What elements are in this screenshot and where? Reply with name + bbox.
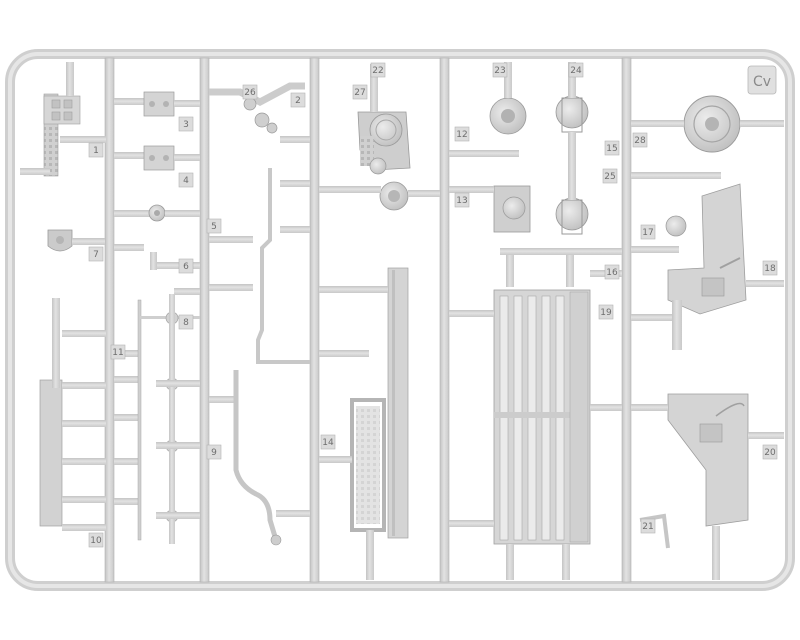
column-6-parts bbox=[631, 95, 784, 580]
part-number-tag bbox=[178, 258, 194, 274]
part-number-label: 13 bbox=[456, 196, 467, 206]
part-number-label: 21 bbox=[642, 522, 653, 532]
part-number-label: 24 bbox=[570, 66, 582, 76]
part-number-tag bbox=[178, 314, 194, 330]
part-number-tag bbox=[370, 62, 386, 78]
part-number-tag bbox=[762, 260, 778, 276]
part-number-tag bbox=[320, 434, 336, 450]
part-number-label: 20 bbox=[764, 448, 776, 458]
part-number-label: 2 bbox=[295, 96, 301, 106]
part-number-label: 14 bbox=[322, 438, 334, 448]
column-1-parts bbox=[20, 62, 152, 531]
part-number-label: 11 bbox=[112, 348, 123, 358]
part-number-label: 25 bbox=[604, 172, 615, 182]
part-number-label: 16 bbox=[606, 268, 618, 278]
part-number-label: 17 bbox=[642, 228, 653, 238]
part-number-label: 22 bbox=[372, 66, 383, 76]
part-number-tag bbox=[88, 532, 104, 548]
part-number-label: 18 bbox=[764, 264, 776, 274]
part-number-tag bbox=[290, 92, 306, 108]
sprue-code-tag: Cv bbox=[747, 65, 777, 95]
part-number-tag bbox=[88, 246, 104, 262]
part-number-tag bbox=[178, 172, 194, 188]
part-number-tag bbox=[604, 140, 620, 156]
column-4-parts bbox=[319, 64, 440, 580]
part-number-label: 15 bbox=[606, 144, 617, 154]
part-number-tag bbox=[454, 126, 470, 142]
part-number-tag bbox=[206, 444, 222, 460]
part-number-tag bbox=[352, 84, 368, 100]
part-number-tag bbox=[632, 132, 648, 148]
part-number-tag bbox=[568, 62, 584, 78]
part-number-label: 7 bbox=[93, 250, 99, 260]
sprue-code-text: Cv bbox=[753, 74, 771, 90]
part-number-tag bbox=[454, 192, 470, 208]
part-number-tag bbox=[178, 116, 194, 132]
part-number-label: 19 bbox=[600, 308, 612, 318]
column-5-parts bbox=[449, 62, 622, 580]
part-number-label: 8 bbox=[183, 318, 189, 328]
part-number-tag bbox=[640, 224, 656, 240]
part-number-label: 26 bbox=[244, 88, 256, 98]
part-number-label: 27 bbox=[354, 88, 365, 98]
part-number-label: 12 bbox=[456, 130, 467, 140]
part-number-label: 10 bbox=[90, 536, 102, 546]
part-number-tag bbox=[602, 168, 618, 184]
part-number-label: 1 bbox=[93, 146, 99, 156]
part-number-label: 23 bbox=[494, 66, 505, 76]
part-number-tag bbox=[242, 84, 258, 100]
part-number-tag bbox=[604, 264, 620, 280]
column-3-parts bbox=[209, 82, 310, 546]
part-number-tag bbox=[492, 62, 508, 78]
column-2-parts bbox=[137, 91, 200, 544]
part-number-label: 28 bbox=[634, 136, 646, 146]
part-number-label: 6 bbox=[183, 262, 189, 272]
sprue-frame bbox=[5, 49, 795, 591]
part-number-tag bbox=[640, 518, 656, 534]
part-number-label: 3 bbox=[183, 120, 189, 130]
part-number-tag bbox=[110, 344, 126, 360]
part-number-tag bbox=[762, 444, 778, 460]
part-number-label: 4 bbox=[183, 176, 189, 186]
part-number-tag bbox=[88, 142, 104, 158]
part-number-label: 5 bbox=[211, 222, 217, 232]
part-number-tag bbox=[206, 218, 222, 234]
part-number-tag bbox=[598, 304, 614, 320]
part-number-label: 9 bbox=[211, 448, 217, 458]
